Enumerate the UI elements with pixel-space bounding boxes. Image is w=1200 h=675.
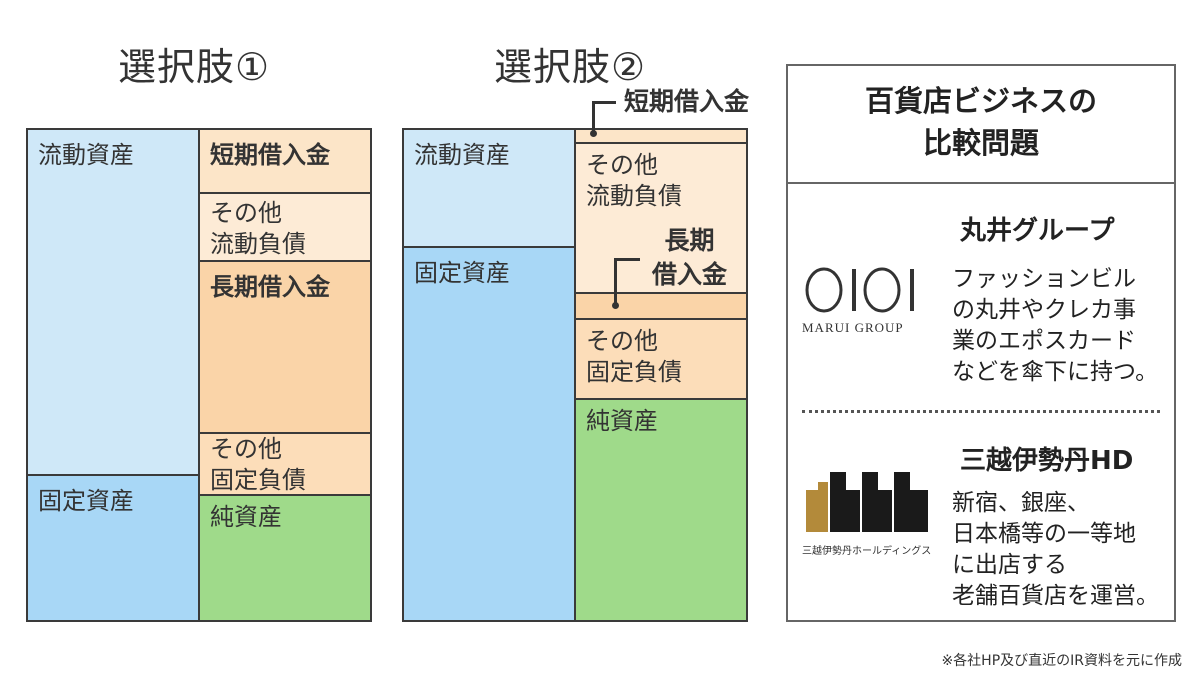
company-desc-mitsukoshi-isetan: 新宿、銀座、 日本橋等の一等地 に出店する 老舗百貨店を運営。 [952, 490, 1159, 609]
option1-short-term-debt-label: 短期借入金 [210, 141, 330, 169]
option1-net-assets: 純資産 [198, 494, 372, 622]
panel-header: 百貨店ビジネスの 比較問題 [788, 66, 1174, 184]
company-name-marui: 丸井グループ [960, 216, 1115, 246]
callout-dot [590, 130, 597, 137]
comparison-panel: 百貨店ビジネスの 比較問題 丸井グループ MARUI GROUP ファッションビ… [786, 64, 1176, 622]
option1-long-term-debt: 長期借入金 [198, 260, 372, 434]
option2-other-current-liabilities: その他 流動負債 [574, 142, 748, 294]
option2-short-term-debt-label: 短期借入金 [624, 87, 750, 116]
option2-long-term-debt [574, 292, 748, 320]
callout-line-v [592, 101, 595, 133]
option1-current-assets: 流動資産 [26, 128, 200, 476]
option2-net-assets: 純資産 [574, 398, 748, 622]
callout-line-h [592, 101, 616, 104]
option1-other-fixed-liabilities: その他 固定負債 [198, 432, 372, 496]
option2-current-assets-label: 流動資産 [414, 141, 510, 169]
option1-other-fixed-label: その他 固定負債 [210, 435, 306, 494]
option2-other-fixed-label: その他 固定負債 [586, 327, 682, 386]
option1-short-term-debt: 短期借入金 [198, 128, 372, 194]
option2-net-assets-label: 純資産 [586, 407, 658, 435]
panel-divider [802, 410, 1160, 413]
footnote: ※各社HP及び直近のIR資料を元に作成 [941, 653, 1182, 669]
option1-fixed-assets-label: 固定資産 [38, 487, 134, 515]
option1-net-assets-label: 純資産 [210, 503, 282, 531]
callout-line-h [614, 258, 640, 261]
option2-fixed-assets-label: 固定資産 [414, 259, 510, 287]
company-name-mitsukoshi-isetan: 三越伊勢丹HD [960, 446, 1134, 476]
option1-fixed-assets: 固定資産 [26, 474, 200, 622]
option2-fixed-assets: 固定資産 [402, 246, 576, 622]
callout-line-v [614, 258, 617, 304]
mitsukoshi-isetan-logo: 三越伊勢丹ホールディングス [802, 468, 952, 557]
option2-title: 選択肢② [494, 45, 647, 89]
panel-title: 百貨店ビジネスの 比較問題 [864, 84, 1097, 160]
marui-logo-icon [805, 267, 914, 313]
option1-title: 選択肢① [118, 45, 271, 89]
marui-logo-text: MARUI GROUP [802, 320, 904, 335]
mitsukoshi-isetan-logo-icon [806, 472, 928, 532]
marui-logo: MARUI GROUP [802, 266, 932, 336]
option2-long-term-debt-label: 長期 借入金 [652, 226, 728, 289]
callout-dot [612, 302, 619, 309]
option1-other-current-liabilities: その他 流動負債 [198, 192, 372, 262]
option2-other-fixed-liabilities: その他 固定負債 [574, 318, 748, 400]
option2-other-current-label: その他 流動負債 [586, 151, 682, 210]
option1-long-term-debt-label: 長期借入金 [210, 273, 330, 301]
option1-other-current-label: その他 流動負債 [210, 199, 306, 258]
mitsukoshi-isetan-logo-text: 三越伊勢丹ホールディングス [802, 546, 932, 557]
option1-current-assets-label: 流動資産 [38, 141, 134, 169]
option2-current-assets: 流動資産 [402, 128, 576, 248]
company-desc-marui: ファッションビル の丸井やクレカ事 業のエポスカード などを傘下に持つ。 [952, 266, 1159, 385]
